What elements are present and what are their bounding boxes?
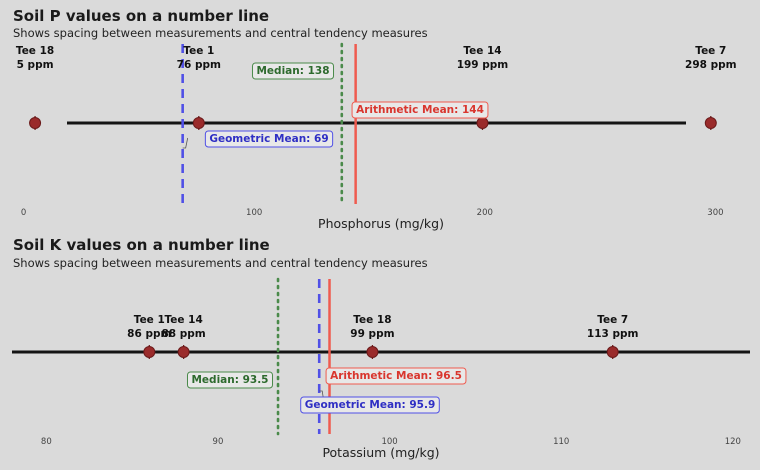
data-point-label: 99 ppm bbox=[350, 328, 394, 340]
reference-label-text: Geometric Mean: 95.9 bbox=[305, 399, 436, 411]
potassium-number-line: Tee 1 86 ppm Tee 14 88 ppm Tee 18 99 ppm Tee 7… bbox=[12, 277, 750, 460]
label-box bbox=[351, 101, 489, 119]
data-point-label: 86 ppm bbox=[127, 328, 171, 340]
label-box bbox=[251, 62, 335, 80]
reference-label-median: Median: 138 bbox=[251, 62, 335, 80]
data-point bbox=[704, 117, 717, 129]
data-point-label: 76 ppm bbox=[177, 59, 221, 71]
data-point-name: Tee 1 bbox=[134, 314, 165, 326]
data-point-label: 88 ppm bbox=[162, 328, 206, 340]
reference-label-geometric-mean: Geometric Mean: 69 bbox=[182, 130, 334, 149]
label-box bbox=[300, 396, 440, 414]
data-point-label: 113 ppm bbox=[587, 328, 639, 340]
chart-title: Soil P values on a number line bbox=[13, 7, 270, 25]
chart-title: Soil K values on a number line bbox=[13, 236, 270, 254]
data-point bbox=[366, 346, 379, 358]
data-point-name: Tee 7 bbox=[597, 314, 628, 326]
reference-label-median: Median: 93.5 bbox=[186, 371, 274, 389]
x-tick-label: 200 bbox=[477, 208, 493, 218]
data-point-label: 5 ppm bbox=[17, 59, 54, 71]
x-tick-label: 90 bbox=[213, 437, 224, 447]
chart-subtitle: Shows spacing between measurements and c… bbox=[13, 256, 428, 270]
label-box bbox=[204, 130, 334, 148]
x-tick-label: 100 bbox=[246, 208, 262, 218]
data-point bbox=[143, 346, 156, 358]
data-point bbox=[177, 346, 190, 358]
reference-label-arithmetic-mean: Arithmetic Mean: 96.5 bbox=[325, 367, 467, 385]
data-point-label: 298 ppm bbox=[685, 59, 737, 71]
reference-label-arithmetic-mean: Arithmetic Mean: 144 bbox=[351, 101, 489, 119]
chart-subtitle: Shows spacing between measurements and c… bbox=[13, 26, 428, 40]
phosphorus-number-line: Tee 18 5 ppm Tee 1 76 ppm Tee 14 199 ppm Tee 7… bbox=[16, 42, 737, 231]
reference-label-text: Arithmetic Mean: 144 bbox=[356, 104, 484, 116]
reference-label-text: Median: 138 bbox=[256, 65, 329, 77]
reference-label-text: Geometric Mean: 69 bbox=[209, 133, 328, 145]
data-point-name: Tee 18 bbox=[16, 45, 54, 57]
data-point bbox=[606, 346, 619, 358]
reference-label-geometric-mean: Geometric Mean: 95.9 bbox=[300, 390, 440, 414]
x-tick-label: 100 bbox=[381, 437, 397, 447]
label-box bbox=[186, 371, 274, 389]
x-tick-label: 80 bbox=[41, 437, 52, 447]
x-tick-label: 110 bbox=[553, 437, 569, 447]
x-tick-label: 300 bbox=[707, 208, 723, 218]
data-point bbox=[476, 117, 489, 129]
x-axis-label: Potassium (mg/kg) bbox=[322, 445, 439, 460]
reference-label-text: Arithmetic Mean: 96.5 bbox=[330, 370, 462, 382]
x-tick-label: 0 bbox=[21, 208, 26, 218]
x-axis-label: Phosphorus (mg/kg) bbox=[318, 216, 444, 231]
label-leader-line bbox=[182, 137, 189, 149]
x-tick-label: 120 bbox=[725, 437, 741, 447]
data-point-name: Tee 18 bbox=[353, 314, 391, 326]
data-point-name: Tee 7 bbox=[695, 45, 726, 57]
reference-label-text: Median: 93.5 bbox=[191, 374, 268, 386]
phosphorus-panel: Soil P values on a number line Shows spa… bbox=[0, 0, 760, 232]
label-box bbox=[325, 367, 467, 385]
potassium-panel: Soil K values on a number line Shows spa… bbox=[0, 232, 760, 470]
data-point bbox=[29, 117, 42, 129]
data-point-name: Tee 14 bbox=[164, 314, 202, 326]
data-point-label: 199 ppm bbox=[457, 59, 509, 71]
data-point-name: Tee 1 bbox=[183, 45, 214, 57]
data-point-name: Tee 14 bbox=[463, 45, 501, 57]
data-point bbox=[192, 117, 205, 129]
